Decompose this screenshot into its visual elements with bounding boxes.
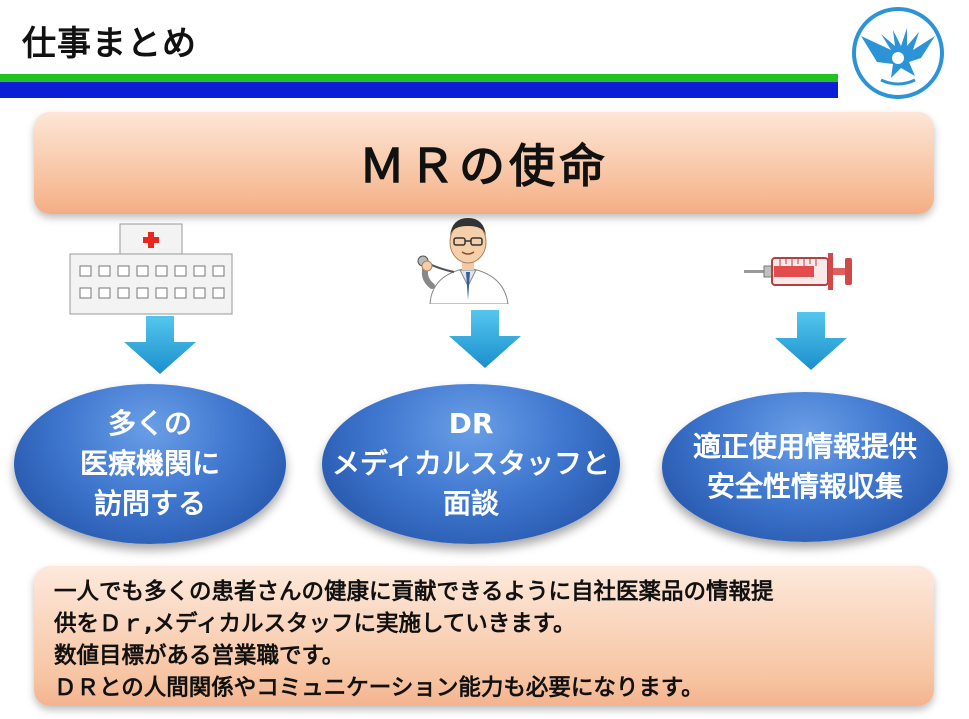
oval-line: DR [448, 407, 494, 440]
company-logo-eagle-icon [852, 7, 944, 99]
doctor-icon [417, 218, 509, 304]
oval-line: 適正使用情報提供 [692, 430, 917, 463]
header-blue-bar [0, 82, 838, 98]
oval-line: 安全性情報収集 [706, 470, 903, 503]
description-line: 供をＤｒ,メディカルスタッフに実施していきます。 [54, 611, 576, 637]
arrow-down-icon [775, 312, 847, 370]
description-line: 数値目標がある営業職です。 [54, 643, 345, 669]
oval-line: 多くの [107, 407, 192, 440]
oval-information-provision: 適正使用情報提供 安全性情報収集 [662, 392, 948, 542]
arrow-down-icon [449, 310, 521, 368]
slide-title: 仕事まとめ [22, 24, 197, 64]
oval-visit-hospitals: 多くの 医療機関に 訪問する [14, 384, 286, 544]
description-box: 一人でも多くの患者さんの健康に貢献できるように自社医薬品の情報提 供をＤｒ,メデ… [34, 566, 934, 706]
oval-line: 医療機関に [79, 447, 220, 480]
mission-box: ＭＲの使命 [34, 112, 934, 214]
hospital-icon [69, 223, 233, 315]
oval-meet-doctors: DR メディカルスタッフと 面談 [322, 384, 620, 544]
arrow-down-icon [124, 316, 196, 374]
syringe-icon [744, 253, 852, 290]
oval-line: 訪問する [93, 487, 206, 520]
oval-line: メディカルスタッフと [331, 447, 611, 480]
description-line: 一人でも多くの患者さんの健康に貢献できるように自社医薬品の情報提 [54, 579, 774, 605]
header-green-bar [0, 74, 838, 82]
oval-line: 面談 [442, 487, 499, 520]
mission-title: ＭＲの使命 [359, 139, 609, 193]
description-line: ＤＲとの人間関係やコミュニケーション能力も必要になります。 [54, 675, 704, 701]
